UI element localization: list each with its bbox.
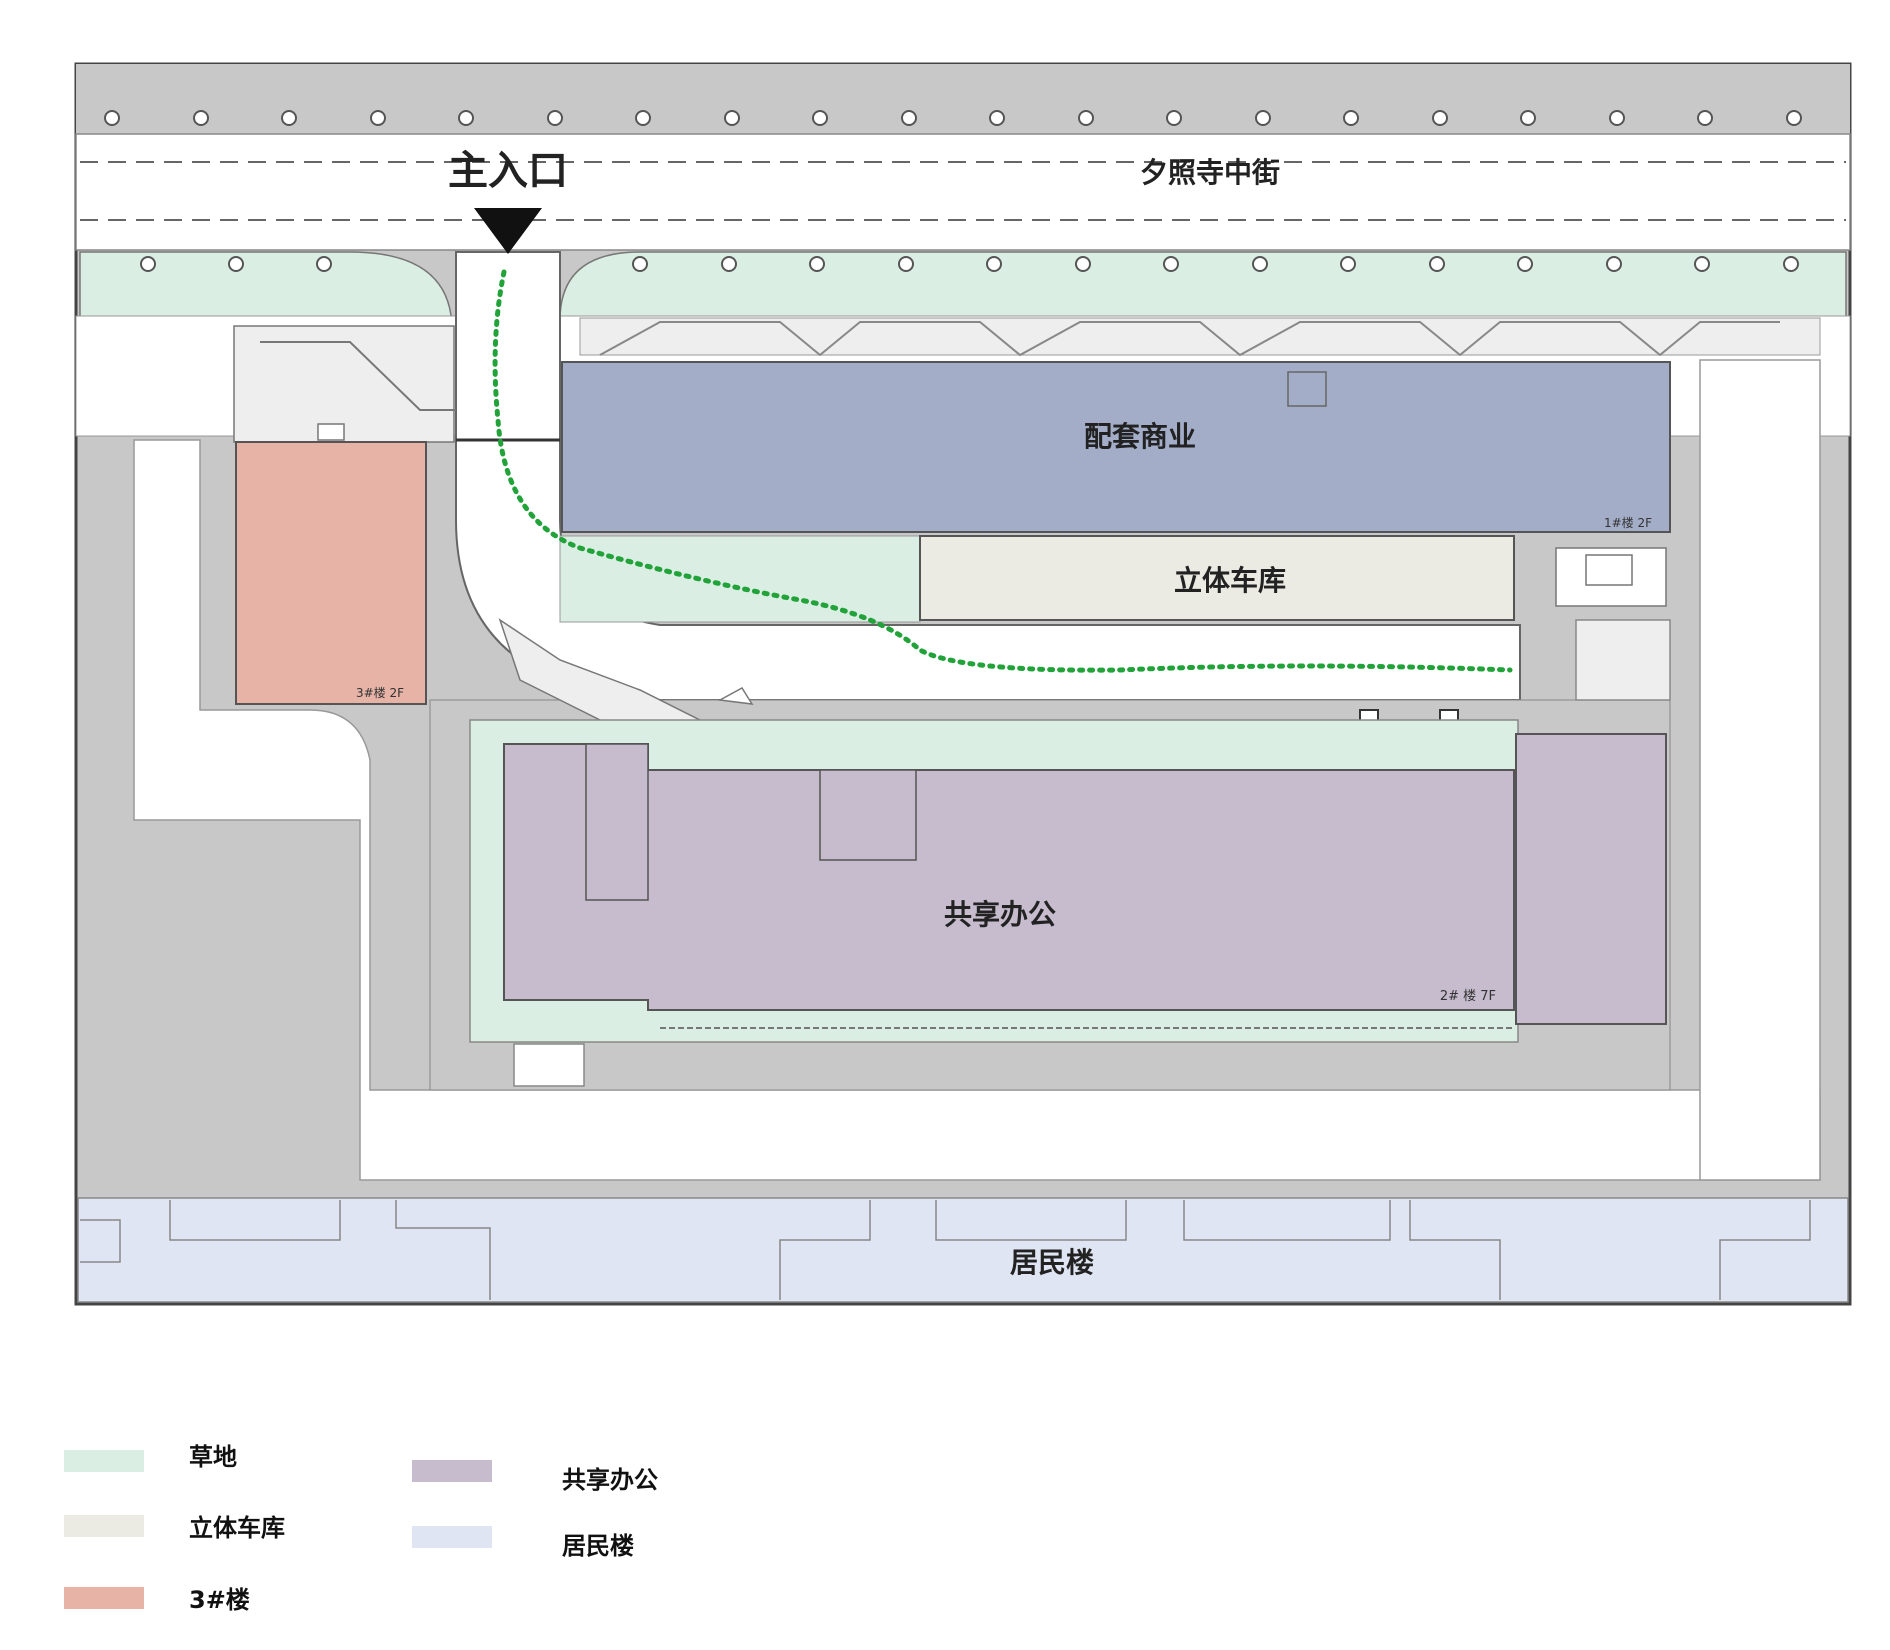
residential-outline-7 xyxy=(1409,1200,1501,1300)
street-label: 夕照寺中街 xyxy=(1140,156,1280,189)
tree-icon xyxy=(140,256,156,272)
street-trees-second-row xyxy=(140,256,1799,272)
building-3-tag: 3#楼 2F xyxy=(356,685,404,700)
tree-icon xyxy=(724,110,740,126)
tree-icon xyxy=(1166,110,1182,126)
ring-road-east xyxy=(1699,359,1821,1181)
street-trees-top xyxy=(104,110,1802,126)
planter-triangle xyxy=(717,687,754,705)
building-3 xyxy=(235,441,427,705)
tree-icon xyxy=(989,110,1005,126)
tree-icon xyxy=(458,110,474,126)
tree-icon xyxy=(1694,256,1710,272)
tree-icon xyxy=(228,256,244,272)
main-entrance-label: 主入口 xyxy=(448,148,568,194)
tree-icon xyxy=(370,110,386,126)
building-1-commercial xyxy=(561,361,1671,533)
building-1-tag: 1#楼 2F xyxy=(1604,515,1652,530)
building-2-tag: 2# 楼 7F xyxy=(1440,989,1496,1004)
tree-icon xyxy=(1606,256,1622,272)
tree-icon xyxy=(1163,256,1179,272)
pedestrian-route xyxy=(492,269,1513,673)
tree-icon xyxy=(632,256,648,272)
tree-icon xyxy=(721,256,737,272)
tree-icon xyxy=(281,110,297,126)
entrance-arrow xyxy=(474,208,542,254)
building-2-office xyxy=(503,743,1515,1011)
tree-icon xyxy=(1255,110,1271,126)
tree-icon xyxy=(635,110,651,126)
west-stair-lines xyxy=(260,341,456,411)
residential-outline-6 xyxy=(1183,1200,1391,1241)
residential-outline-2 xyxy=(169,1200,341,1241)
tree-icon xyxy=(1429,256,1445,272)
tree-icon xyxy=(1520,110,1536,126)
west-small-box xyxy=(317,423,345,441)
ring-road-west xyxy=(133,439,1821,1181)
tree-icon xyxy=(1783,256,1799,272)
residential-outline-4 xyxy=(779,1200,871,1300)
tree-icon xyxy=(104,110,120,126)
office-core-west xyxy=(585,743,649,901)
tree-icon xyxy=(1609,110,1625,126)
tree-icon xyxy=(1252,256,1268,272)
street-road xyxy=(75,133,1851,251)
garage xyxy=(919,535,1515,621)
east-ramp xyxy=(1575,619,1671,701)
tree-icon xyxy=(547,110,563,126)
tree-icon xyxy=(1432,110,1448,126)
tree-icon xyxy=(316,256,332,272)
commercial-roof-box xyxy=(1287,371,1327,407)
commercial-label: 配套商业 xyxy=(1084,420,1196,453)
tree-strip-top xyxy=(76,64,1850,134)
office-core-center xyxy=(819,769,917,861)
south-entry-box xyxy=(513,1043,585,1087)
forecourt-pattern xyxy=(579,317,1821,356)
tree-icon xyxy=(1786,110,1802,126)
tree-icon xyxy=(901,110,917,126)
tree-icon xyxy=(1517,256,1533,272)
tree-icon xyxy=(809,256,825,272)
office-wing-east xyxy=(1515,733,1667,1025)
tree-icon xyxy=(193,110,209,126)
residential-label: 居民楼 xyxy=(1010,1246,1094,1279)
tree-icon xyxy=(1343,110,1359,126)
tree-icon xyxy=(986,256,1002,272)
residential-outline xyxy=(80,1219,121,1263)
tree-icon xyxy=(898,256,914,272)
east-kiosk-inner xyxy=(1585,554,1633,586)
residential-outline-8 xyxy=(1719,1200,1811,1300)
residential-block xyxy=(77,1197,1849,1303)
tree-icon xyxy=(812,110,828,126)
garage-label: 立体车库 xyxy=(1174,564,1286,597)
tree-icon xyxy=(1697,110,1713,126)
office-label: 共享办公 xyxy=(944,898,1056,931)
residential-outline-5 xyxy=(935,1200,1127,1241)
residential-outline-3 xyxy=(395,1200,491,1300)
tree-icon xyxy=(1078,110,1094,126)
tree-icon xyxy=(1075,256,1091,272)
tree-icon xyxy=(1340,256,1356,272)
grass-garage-west xyxy=(559,535,921,623)
forecourt-zigzag xyxy=(599,321,1780,357)
